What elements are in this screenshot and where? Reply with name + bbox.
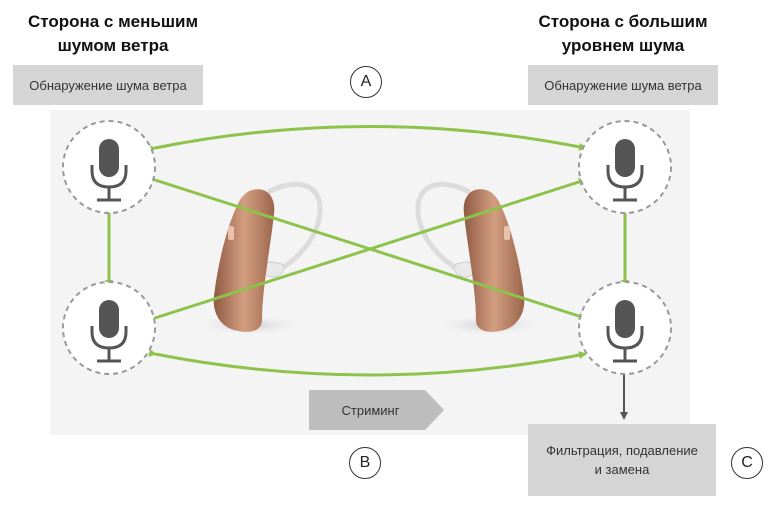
arrow-top-arc (148, 125, 587, 154)
left-title-line1: Сторона с меньшим (27, 12, 199, 31)
left-title-line2: шумом ветра (57, 36, 169, 55)
right-title-line1: Сторона с большим (538, 12, 708, 31)
mic-top-right (578, 120, 672, 214)
arrow-bottom-arc (148, 348, 587, 377)
microphone-icon (606, 300, 644, 363)
filter-line1: Фильтрация, подавление (546, 443, 698, 458)
left-detection-box: Обнаружение шума ветра (13, 65, 203, 105)
right-detection-box: Обнаружение шума ветра (528, 65, 718, 105)
label-b: B (349, 447, 381, 479)
right-side-title: Сторона с большим уровнем шума (518, 10, 728, 58)
mic-bottom-left (62, 281, 156, 375)
left-side-title: Сторона с меньшим шумом ветра (8, 10, 218, 58)
filter-box: Фильтрация, подавление и замена (528, 424, 716, 496)
right-title-line2: уровнем шума (561, 36, 685, 55)
microphone-icon (90, 139, 128, 202)
label-c: C (731, 447, 763, 479)
streaming-arrow-label: Стриминг (309, 390, 444, 430)
microphone-icon (606, 139, 644, 202)
arrow-diagonal-up (148, 178, 587, 324)
label-a: A (350, 66, 382, 98)
mic-bottom-right (578, 281, 672, 375)
microphone-icon (90, 300, 128, 363)
filter-line2: и замена (594, 462, 650, 477)
mic-top-left (62, 120, 156, 214)
